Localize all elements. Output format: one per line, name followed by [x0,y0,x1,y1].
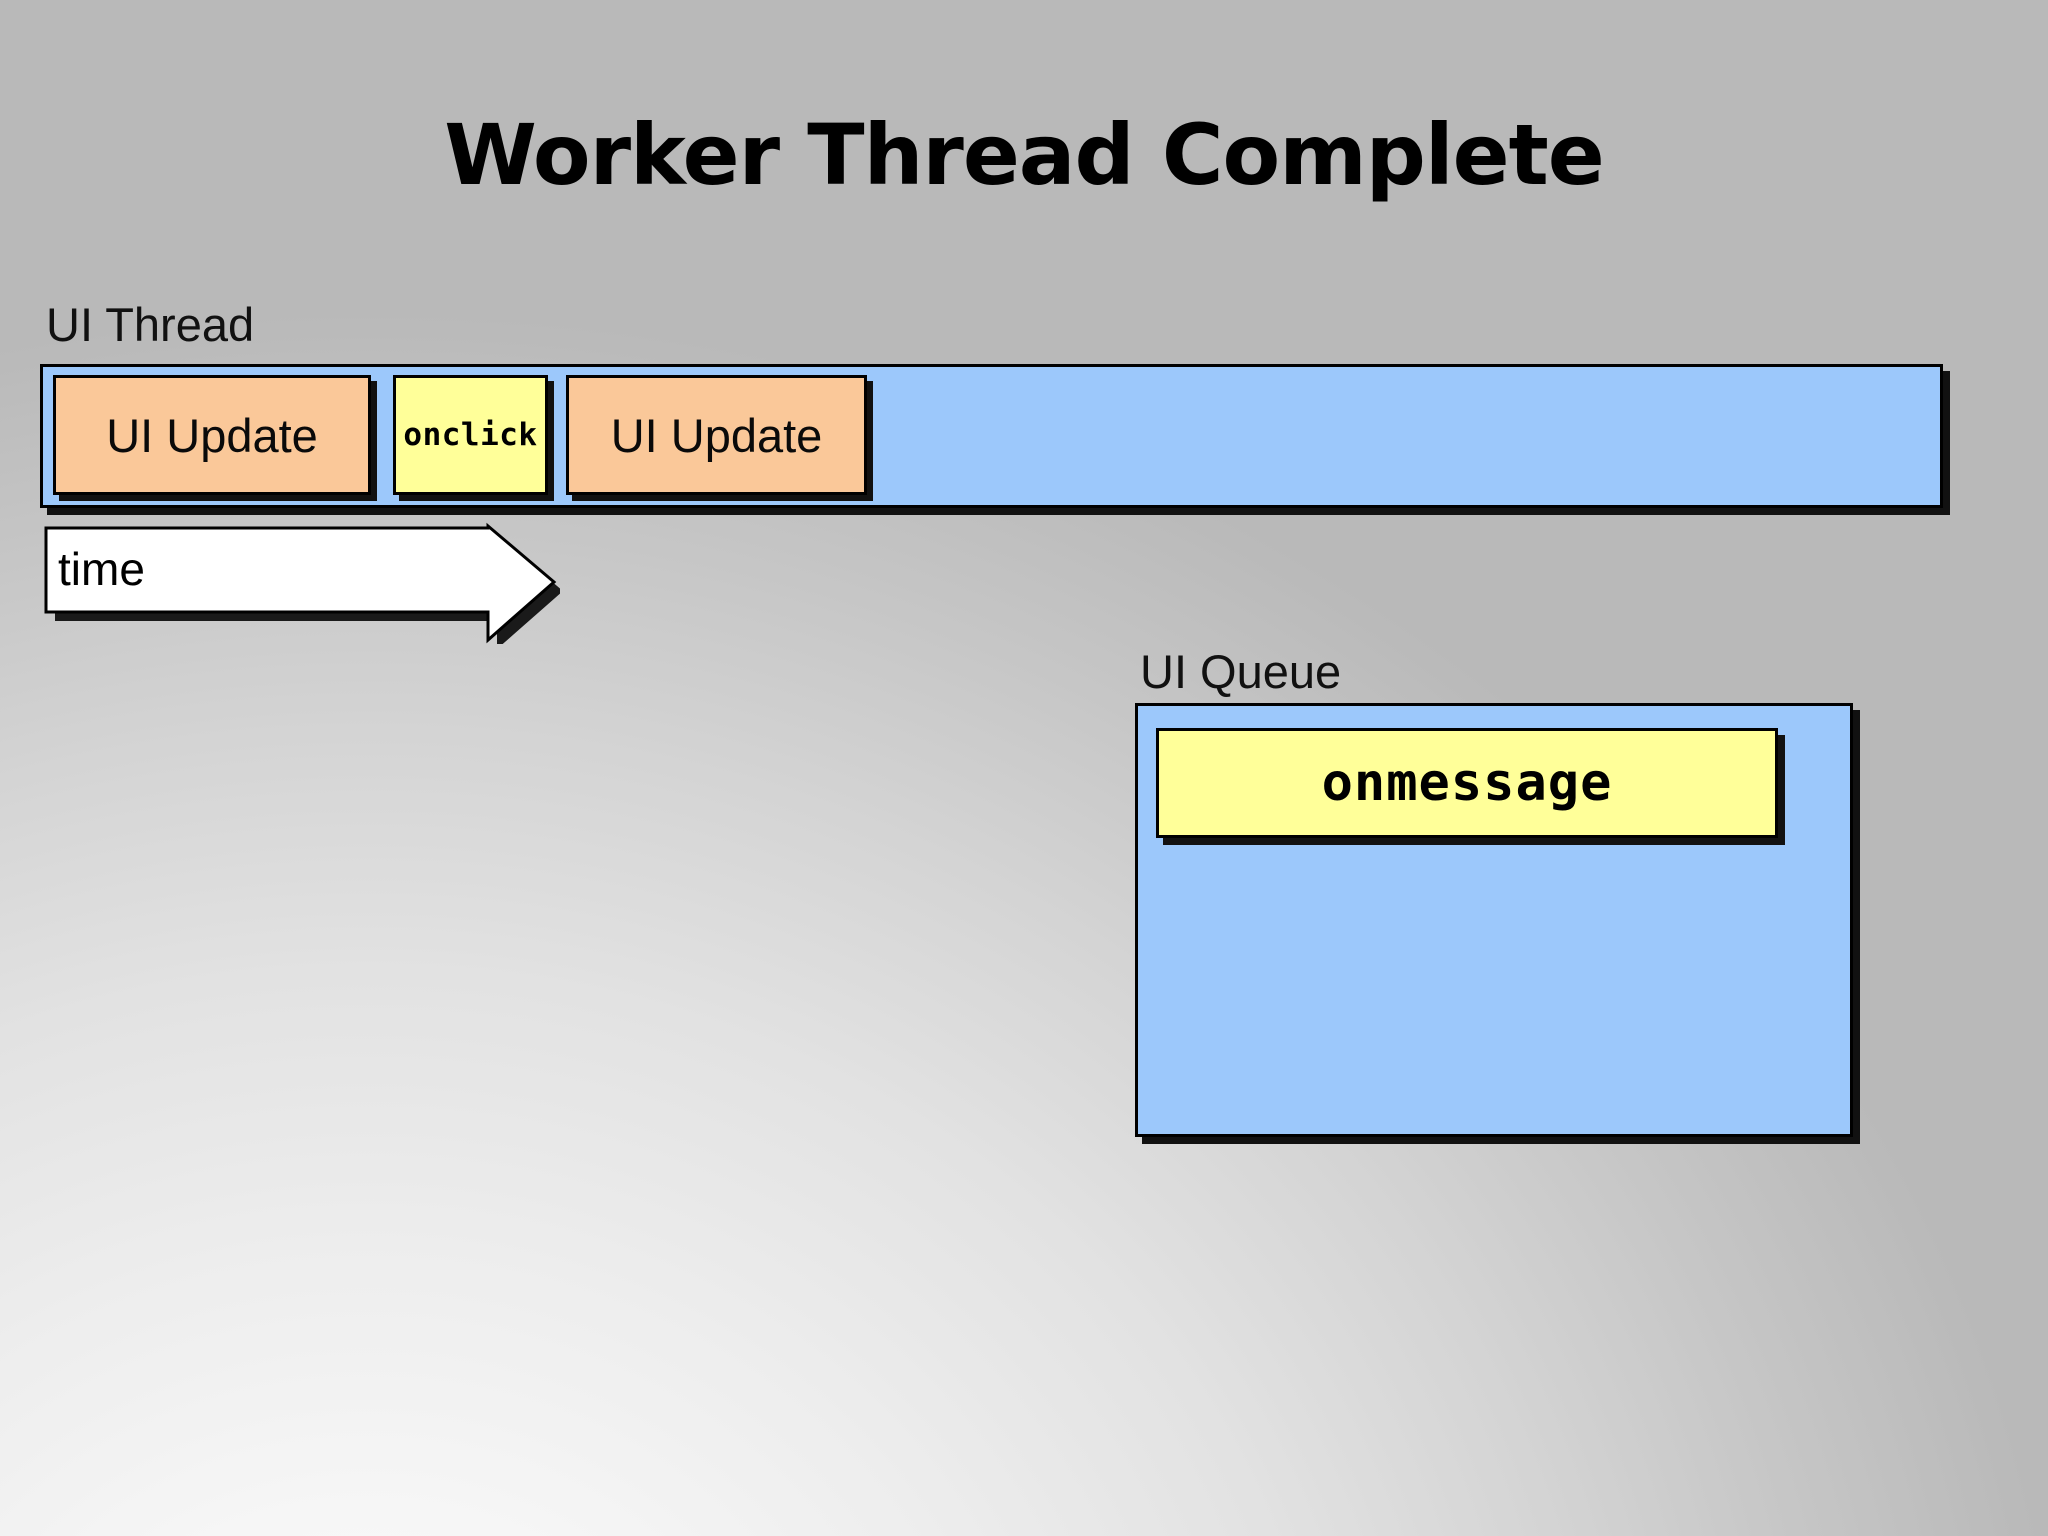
timeline-block-label: onclick [403,417,538,453]
timeline-block-ui-update-2[interactable]: UI Update [566,375,867,495]
page-title: Worker Thread Complete [444,106,1605,204]
ui-thread-timeline-bar: UI Update onclick UI Update [40,364,1943,508]
ui-thread-label: UI Thread [46,298,255,351]
timeline-block-label: UI Update [106,408,318,462]
time-axis-arrow: time [40,520,560,644]
time-arrow-shape [44,522,560,644]
ui-queue-container: onmessage [1135,703,1853,1137]
timeline-block-ui-update-1[interactable]: UI Update [53,375,371,495]
ui-queue-label: UI Queue [1140,645,1342,698]
timeline-block-onclick[interactable]: onclick [393,375,548,495]
time-arrow-body [44,522,557,644]
queue-item-onmessage[interactable]: onmessage [1156,728,1778,838]
time-axis-label: time [58,543,145,595]
queue-item-label: onmessage [1321,753,1613,813]
timeline-block-label: UI Update [610,408,823,462]
